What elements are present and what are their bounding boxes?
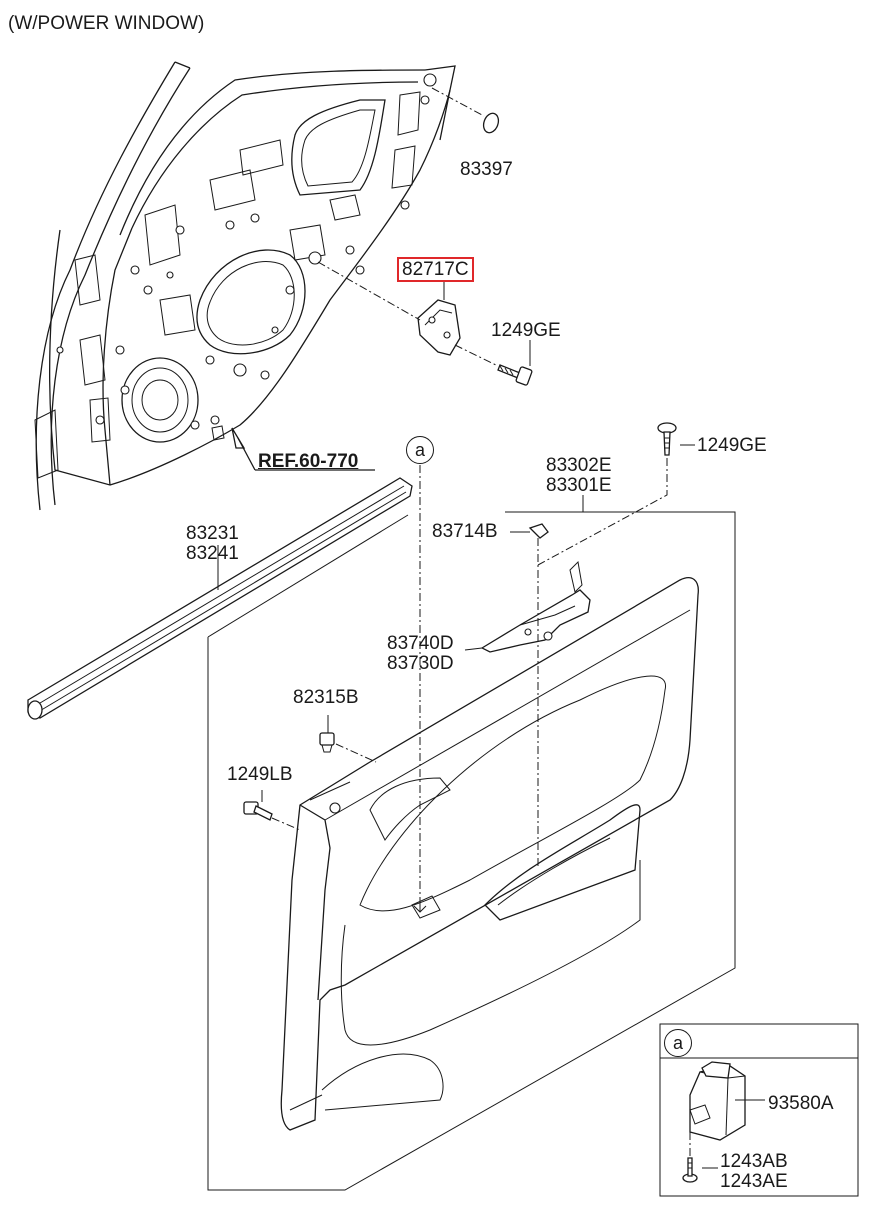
plug-83397 xyxy=(431,87,500,134)
clip-82315b xyxy=(319,715,377,763)
callout-a-marker: a xyxy=(406,436,434,464)
inset-frame xyxy=(659,1023,859,1197)
screw-1249ge-right xyxy=(537,422,695,566)
ref-arrow xyxy=(231,427,375,471)
part-label-1243ae[interactable]: 1243AE xyxy=(720,1171,788,1192)
callout-a-arrow xyxy=(413,900,427,913)
inner-handle-83740d xyxy=(464,560,591,653)
part-label-93580a[interactable]: 93580A xyxy=(768,1093,834,1114)
part-label-83397[interactable]: 83397 xyxy=(460,159,513,180)
page-title: (W/POWER WINDOW) xyxy=(8,13,205,34)
part-label-1243ab[interactable]: 1243AB xyxy=(720,1151,788,1172)
part-label-83241[interactable]: 83241 xyxy=(186,543,239,564)
screw-1249lb xyxy=(243,790,301,831)
bracket-82717c xyxy=(317,261,461,356)
door-frame xyxy=(34,61,456,511)
part-label-83302e[interactable]: 83302E xyxy=(546,455,612,476)
part-label-1249ge-right[interactable]: 1249GE xyxy=(697,435,767,456)
part-label-83714b[interactable]: 83714B xyxy=(432,521,498,542)
part-label-82717c-highlighted[interactable]: 82717C xyxy=(397,257,474,282)
weatherstrip-83231 xyxy=(27,477,413,720)
part-label-83740d[interactable]: 83740D xyxy=(387,633,454,654)
part-label-1249ge-upper[interactable]: 1249GE xyxy=(491,320,561,341)
ref-label[interactable]: REF.60-770 xyxy=(258,451,359,472)
part-label-83301e[interactable]: 83301E xyxy=(546,475,612,496)
bolt-1249ge-upper xyxy=(454,340,533,386)
door-trim-panel xyxy=(207,511,736,1191)
part-label-82315b[interactable]: 82315B xyxy=(293,687,359,708)
part-label-1249lb[interactable]: 1249LB xyxy=(227,764,293,785)
inset-marker-a: a xyxy=(664,1029,692,1057)
part-label-83231[interactable]: 83231 xyxy=(186,523,239,544)
part-label-83730d[interactable]: 83730D xyxy=(387,653,454,674)
clip-83714b xyxy=(510,523,549,868)
